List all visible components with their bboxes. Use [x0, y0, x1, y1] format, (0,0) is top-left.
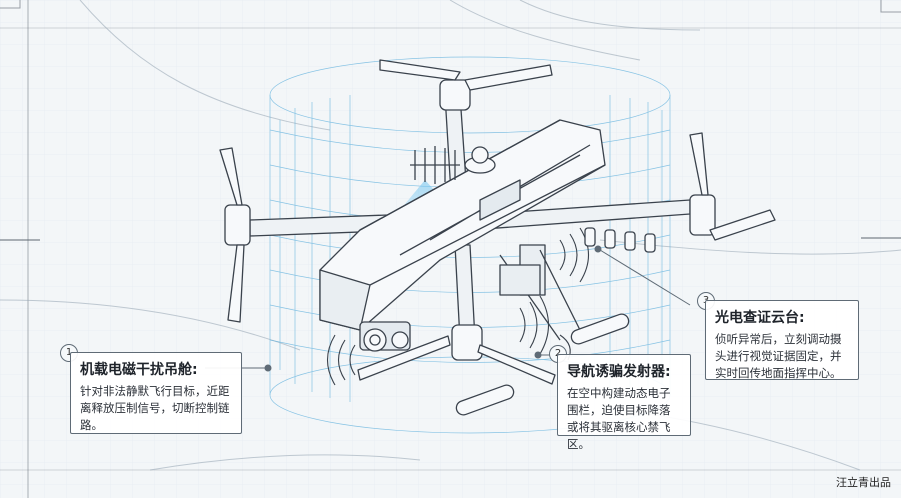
- callout-3-optical-gimbal: 光电查证云台: 侦听异常后，立刻调动摄头进行视觉证据固定，并实时回传地面指挥中心…: [705, 300, 859, 380]
- callout-3-body: 侦听异常后，立刻调动摄头进行视觉证据固定，并实时回传地面指挥中心。: [715, 331, 849, 382]
- credit-text: 汪立青出品: [836, 474, 891, 490]
- callout-3-title: 光电查证云台:: [715, 307, 849, 327]
- callout-2-navigation-spoofer: 导航诱骗发射器: 在空中构建动态电子围栏，迫使目标降落或将其驱离核心禁飞区。: [557, 354, 691, 436]
- callout-1-jamming-pod: 机载电磁干扰吊舱: 针对非法静默飞行目标，近距离释放压制信号，切断控制链路。: [70, 352, 242, 434]
- callout-1-title: 机载电磁干扰吊舱:: [80, 359, 232, 379]
- callout-2-body: 在空中构建动态电子围栏，迫使目标降落或将其驱离核心禁飞区。: [567, 385, 681, 453]
- callout-1-body: 针对非法静默飞行目标，近距离释放压制信号，切断控制链路。: [80, 383, 232, 434]
- callout-2-title: 导航诱骗发射器:: [567, 361, 681, 381]
